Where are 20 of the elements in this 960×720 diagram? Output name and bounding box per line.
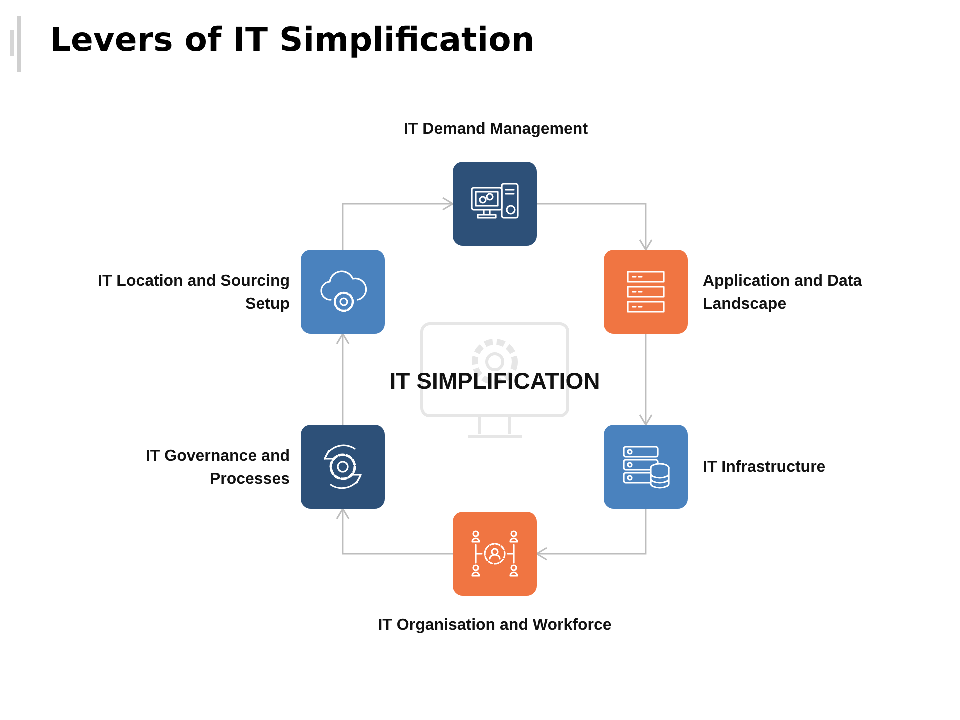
arrow — [342, 197, 454, 250]
arrow — [536, 509, 647, 561]
arrow — [639, 334, 653, 426]
icon-tile — [453, 512, 537, 596]
lever-label: IT Demand Management — [402, 120, 590, 140]
lever-label: Application and Data Landscape — [703, 272, 864, 315]
title: Levers of IT Simplification — [50, 19, 535, 61]
icon-tile — [604, 250, 688, 334]
icon-tile — [301, 425, 385, 509]
icon-tile — [453, 162, 537, 246]
lever-label: IT Governance and Processes — [144, 447, 290, 490]
arrow — [537, 203, 653, 251]
icon-tile — [604, 425, 688, 509]
lever-label: IT Organisation and Workforce — [377, 616, 613, 636]
icon-tile — [301, 250, 385, 334]
arrow — [336, 508, 453, 555]
lever-label: IT Infrastructure — [703, 458, 827, 478]
center-title: IT SIMPLIFICATION — [388, 367, 602, 396]
arrow — [336, 333, 350, 425]
lever-label: IT Location and Sourcing Setup — [97, 272, 290, 315]
